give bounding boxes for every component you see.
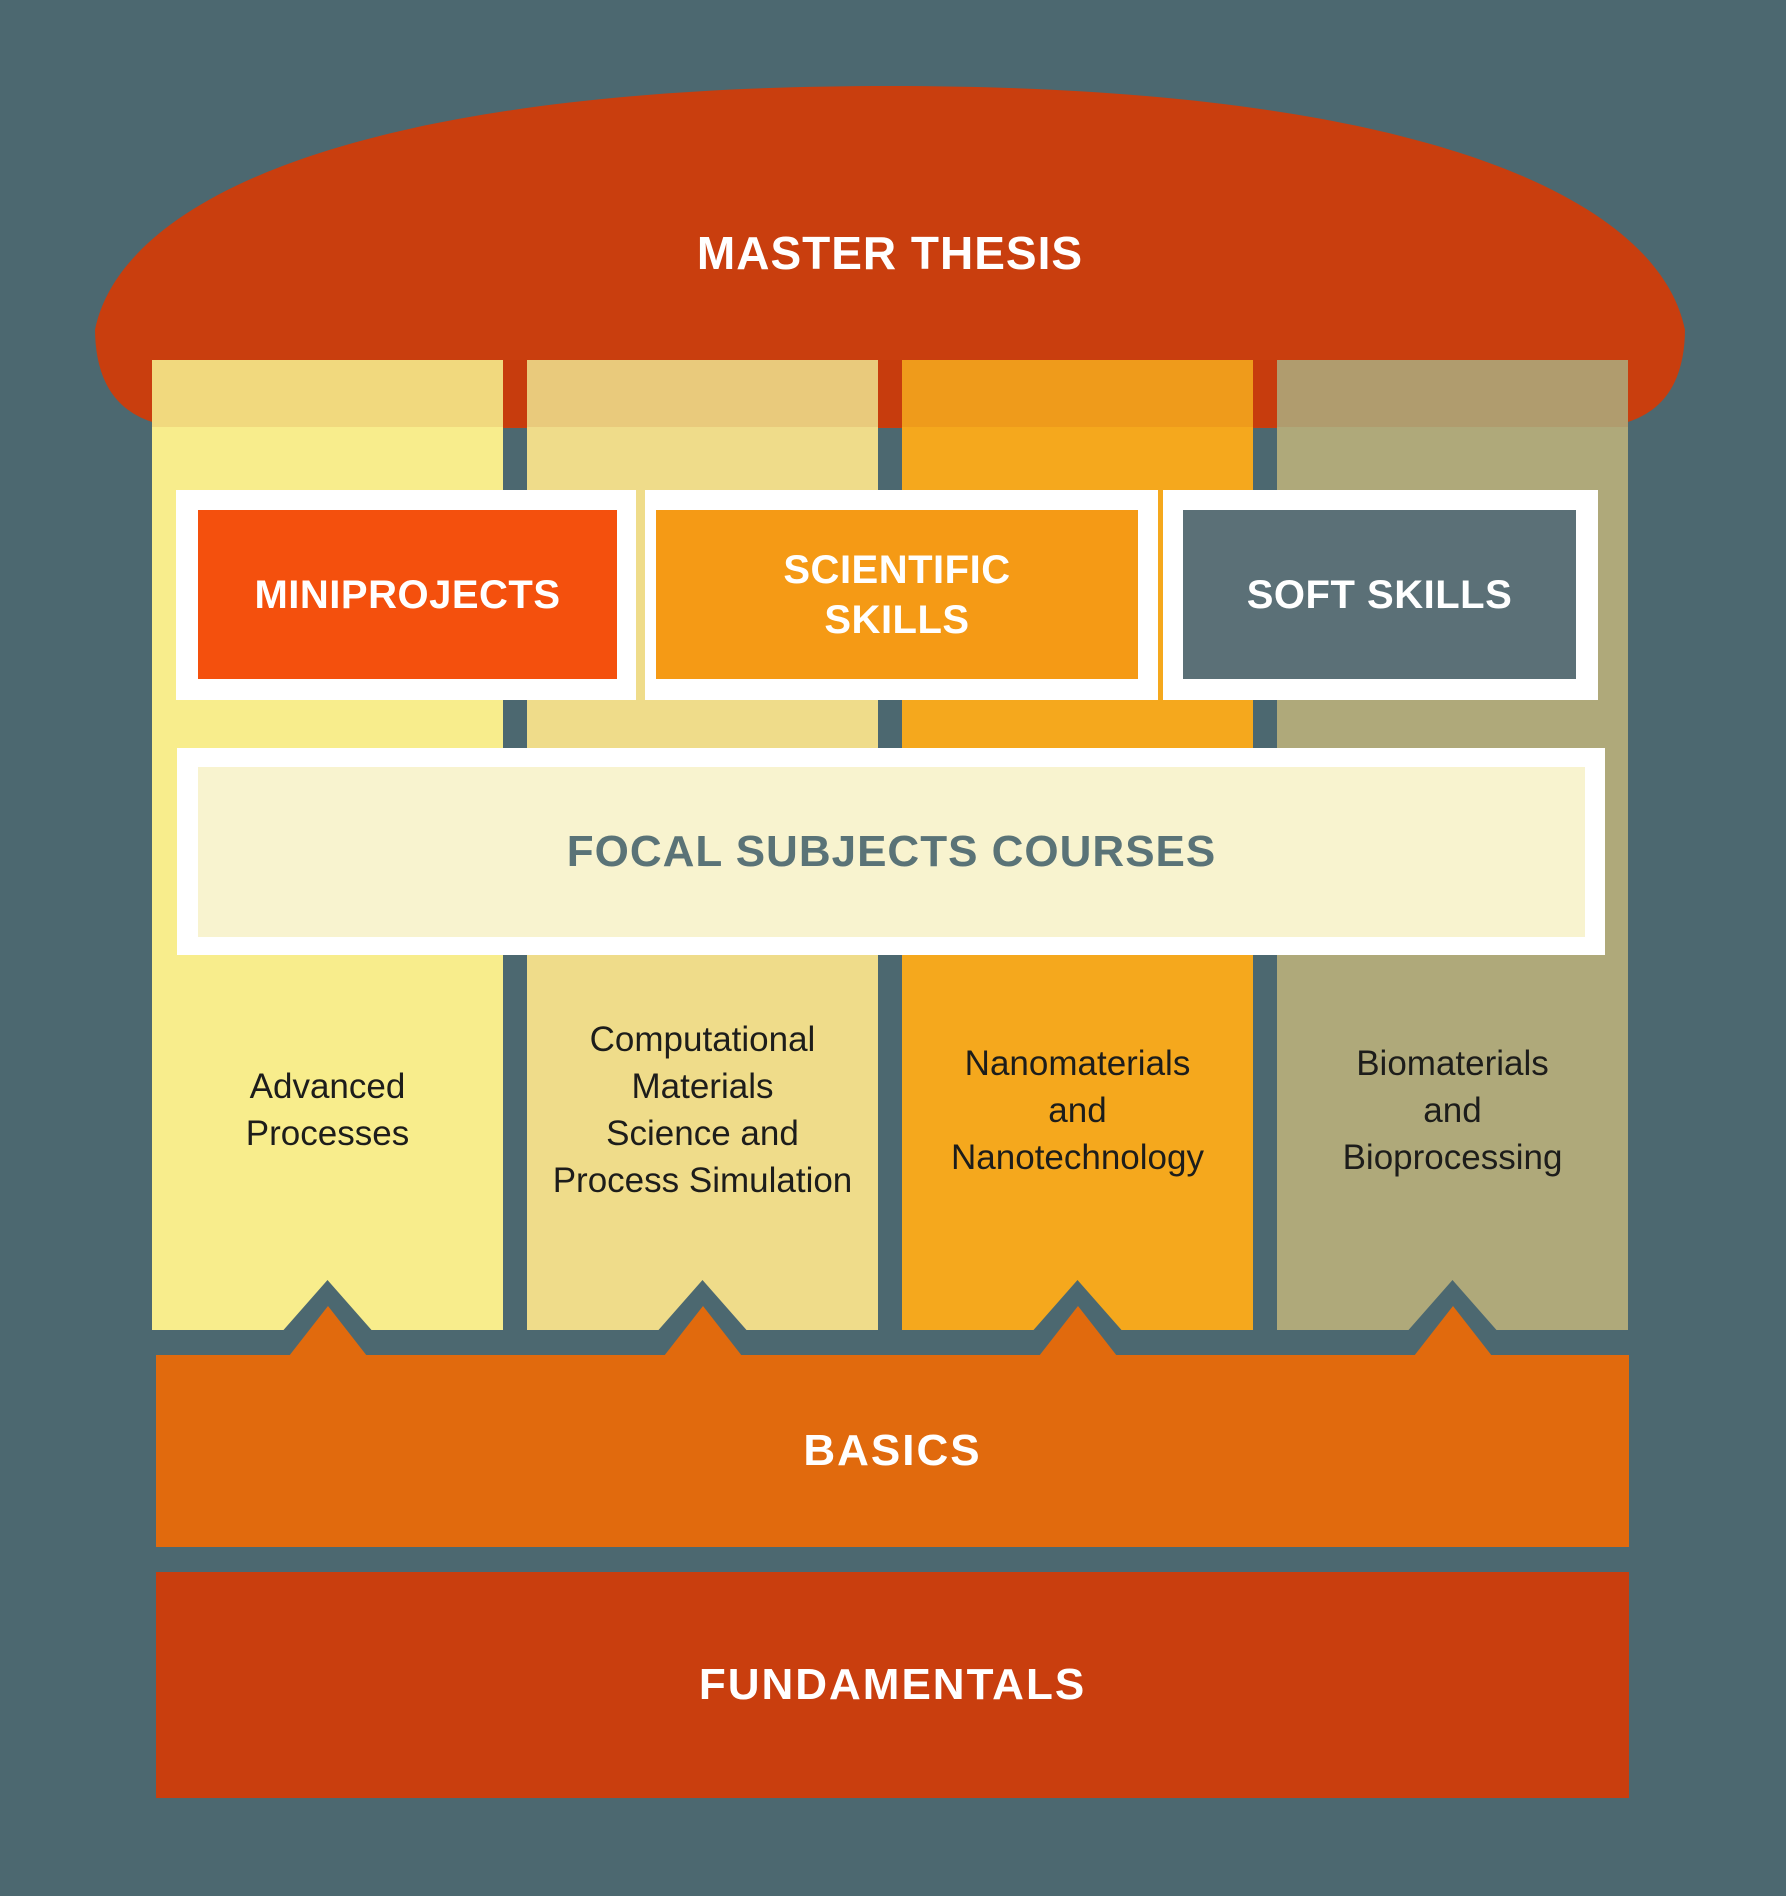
dome-overlap-tint [152,360,1628,427]
focal-subjects-band: FOCAL SUBJECTS COURSES [198,767,1585,937]
scientific-skills-box: SCIENTIFIC SKILLS [656,510,1138,679]
column-label-advanced-processes: Advanced Processes [245,1067,410,1153]
column-label-nanomaterials: Nanomaterials and Nanotechnology [951,1043,1204,1177]
miniprojects-box: MINIPROJECTS [198,510,617,679]
soft-skills-box: SOFT SKILLS [1183,510,1576,679]
column-label-computational-materials: Computational Materials Science and Proc… [552,1020,853,1200]
basics-bar: BASICS [156,1355,1629,1547]
dome-shape [95,86,1685,428]
page-title: MASTER THESIS [696,227,1084,279]
column-label-biomaterials: Biomaterials and Bioprocessing [1342,1043,1563,1177]
fundamentals-bar: FUNDAMENTALS [156,1572,1629,1798]
